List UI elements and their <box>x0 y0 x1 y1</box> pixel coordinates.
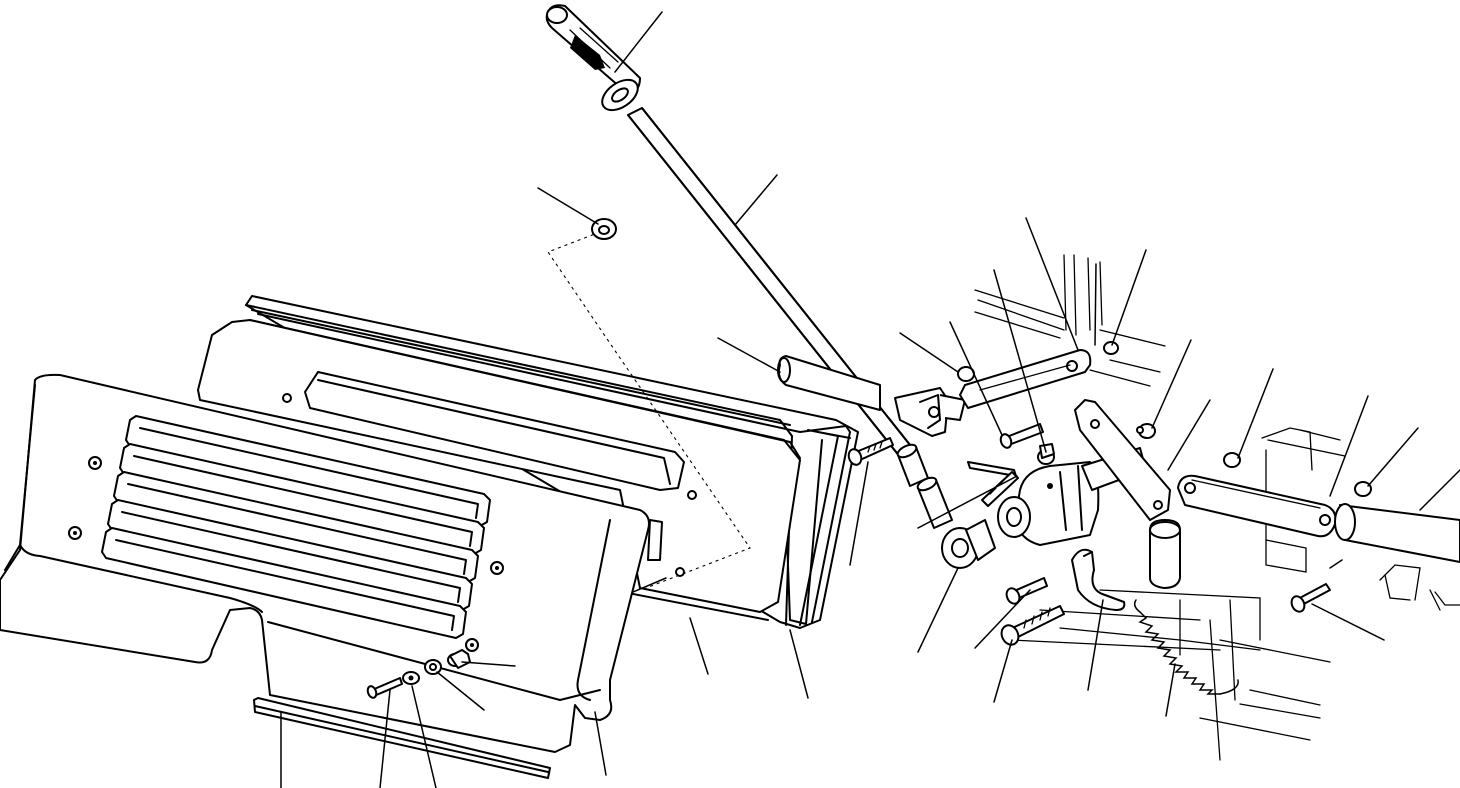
bottom-seal-strip <box>253 697 551 779</box>
shift-shaft <box>1334 503 1460 563</box>
small-nuts <box>957 341 1372 497</box>
front-grille-panel <box>0 373 650 753</box>
stop-block <box>1149 519 1181 589</box>
selector-housing <box>997 447 1147 546</box>
swivel-joint <box>941 519 996 569</box>
lever-lower-sleeve <box>896 443 953 529</box>
pivot-tube <box>777 355 881 411</box>
grille-louvres <box>101 415 491 639</box>
clevis-fork <box>894 387 966 437</box>
lever-knob <box>545 4 641 95</box>
frame-structure <box>974 254 1460 761</box>
left-bolt <box>847 437 894 466</box>
lower-bolts <box>1000 577 1331 646</box>
panel-fasteners <box>366 649 471 699</box>
pin-bolt <box>999 423 1044 449</box>
selector-bracket <box>1074 399 1171 521</box>
alignment-dashed-lines <box>547 231 751 589</box>
lever-boot-washer <box>601 78 639 112</box>
callout-leaders <box>280 11 1460 788</box>
rear-cover-plate <box>197 319 801 621</box>
half-collar <box>1071 548 1126 611</box>
lower-shift-arm <box>1177 474 1337 538</box>
return-spring <box>1133 599 1239 695</box>
